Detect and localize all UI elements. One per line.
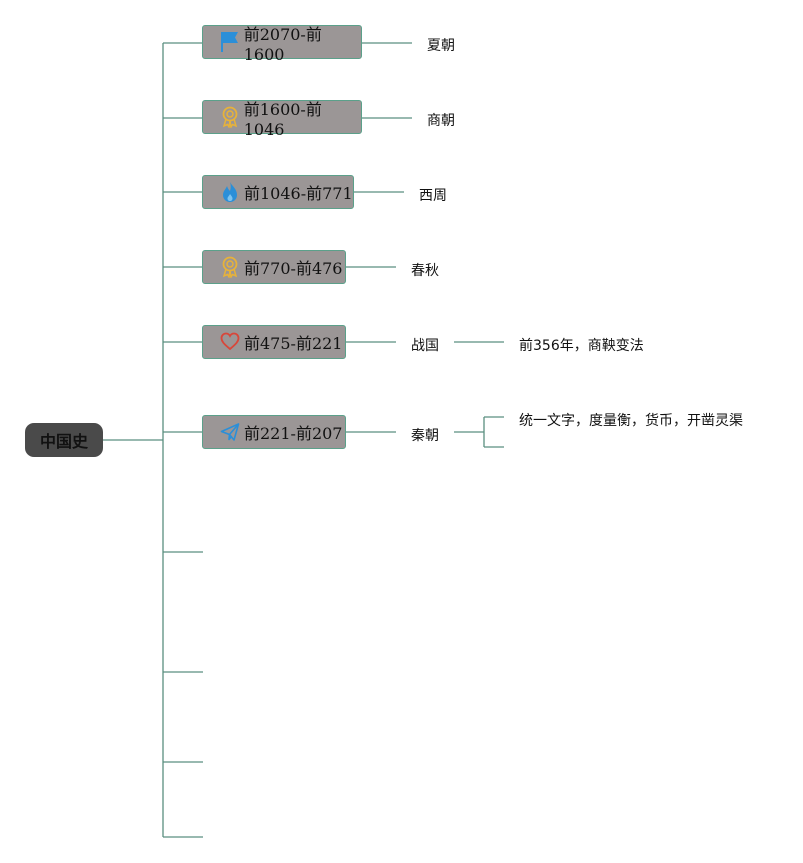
heart-icon (219, 331, 241, 353)
dynasty-label-warring-states[interactable]: 战国 (411, 338, 439, 354)
flame-icon (219, 181, 241, 203)
period-node-qin[interactable]: 前221-前207 (202, 415, 346, 449)
detail-qin[interactable]: 统一文字，度量衡，货币，开凿灵渠 (519, 413, 743, 429)
flag-icon (219, 31, 241, 53)
dynasty-label-qin[interactable]: 秦朝 (411, 428, 439, 444)
medal-icon (219, 106, 241, 128)
period-range: 前1046-前771 (244, 184, 353, 203)
period-node-warring-states[interactable]: 前475-前221 (202, 325, 346, 359)
period-node-shang[interactable]: 前1600-前1046 (202, 100, 362, 139)
period-range: 前221-前207 (244, 424, 343, 443)
paper-plane-icon (219, 421, 241, 443)
root-label: 中国史 (39, 432, 88, 451)
period-node-xia[interactable]: 前2070-前1600 (202, 25, 362, 64)
period-range: 前475-前221 (244, 334, 343, 353)
period-node-western-zhou[interactable]: 前1046-前771 (202, 175, 354, 209)
detail-warring-states[interactable]: 前356年，商鞅变法 (519, 338, 644, 354)
dynasty-label-western-zhou[interactable]: 西周 (419, 188, 447, 204)
period-range: 前2070-前1600 (243, 24, 322, 64)
root-topic[interactable]: 中国史 (25, 423, 103, 457)
dynasty-label-spring-autumn[interactable]: 春秋 (411, 263, 439, 279)
dynasty-label-xia[interactable]: 夏朝 (427, 38, 455, 54)
period-node-spring-autumn[interactable]: 前770-前476 (202, 250, 346, 284)
period-range: 前770-前476 (244, 259, 343, 278)
dynasty-label-shang[interactable]: 商朝 (427, 113, 455, 129)
period-range: 前1600-前1046 (243, 99, 322, 139)
medal-icon (219, 256, 241, 278)
